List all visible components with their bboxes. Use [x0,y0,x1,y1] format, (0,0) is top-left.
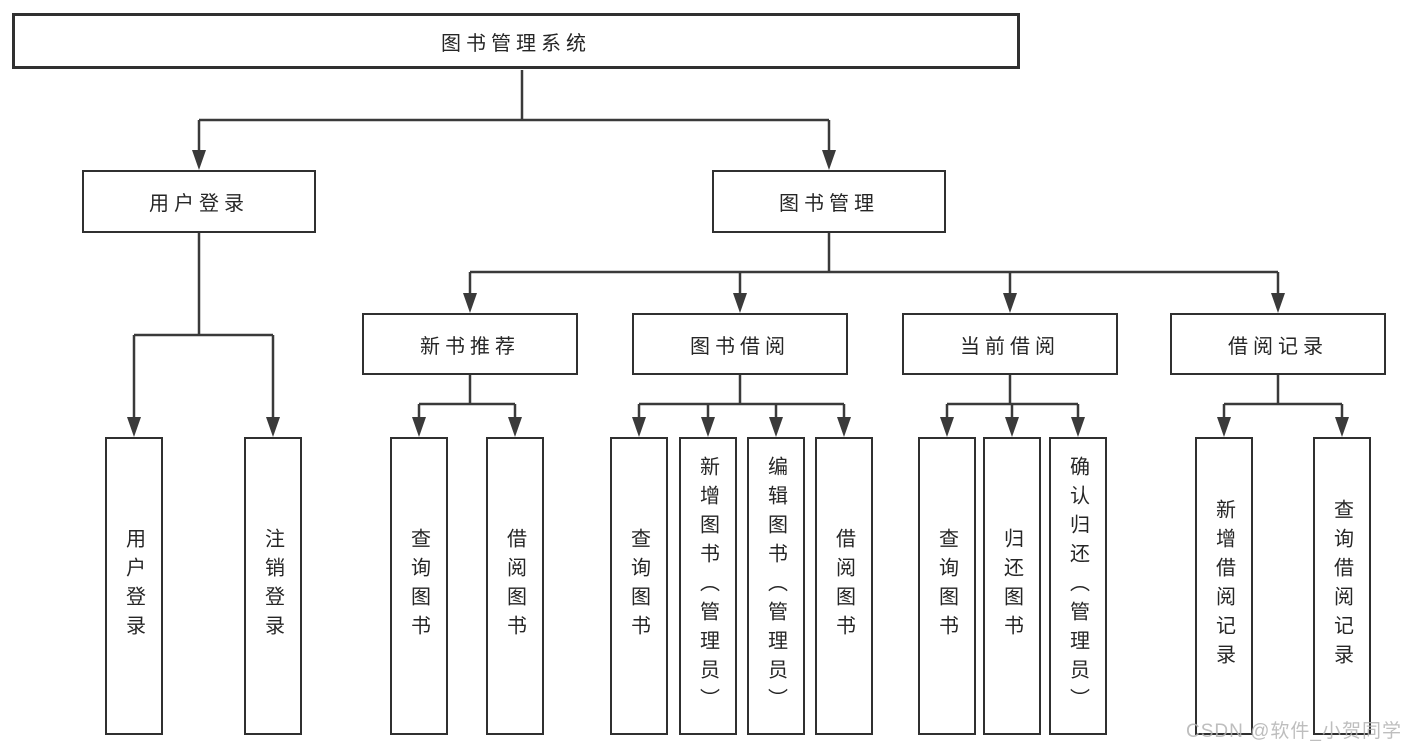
leaf-query-books: 查询图书 [610,437,668,735]
leaf-query-borrow-record: 查询借阅记录 [1313,437,1371,735]
connector-line [637,375,846,419]
leaf-query-books: 查询图书 [390,437,448,735]
arrowhead [463,293,477,313]
leaf-add-borrow-record: 新增借阅记录 [1195,437,1253,735]
connector-new-book-rec-children [412,375,522,437]
leaf-logout: 注销登录 [244,437,302,735]
node-borrowing-records: 借阅记录 [1170,313,1386,375]
arrowhead [1071,417,1085,437]
connector-line [132,233,275,419]
watermark: CSDN @软件_小贺同学 [1186,721,1402,742]
leaf-add-book-admin: 新增图书（管理员） [679,437,737,735]
connector-line [1222,375,1344,419]
leaf-user-login: 用户登录 [105,437,163,735]
node-library-management-system: 图书管理系统 [12,13,1020,69]
arrowhead [266,417,280,437]
arrowhead [508,417,522,437]
arrowhead [1217,417,1231,437]
connector-user-login-children [127,233,280,437]
arrowhead [412,417,426,437]
node-current-borrowing: 当前借阅 [902,313,1118,375]
leaf-query-books: 查询图书 [918,437,976,735]
connector-line [945,375,1080,419]
connector-book-management-children [463,233,1285,313]
connector-line [197,70,831,152]
leaf-edit-book-admin: 编辑图书（管理员） [747,437,805,735]
connector-line [417,375,517,419]
arrowhead [1005,417,1019,437]
leaf-return-book: 归还图书 [983,437,1041,735]
connector-current-borrowing-children [940,375,1085,437]
connector-borrowing-records-children [1217,375,1349,437]
arrowhead [632,417,646,437]
arrowhead [837,417,851,437]
arrowhead [127,417,141,437]
connector-book-borrowing-children [632,375,851,437]
node-user-login: 用户登录 [82,170,316,233]
node-book-borrowing: 图书借阅 [632,313,848,375]
node-new-book-recommendation: 新书推荐 [362,313,578,375]
arrowhead [822,150,836,170]
arrowhead [1271,293,1285,313]
connector-root-to-level2 [192,70,836,170]
leaf-borrow-books: 借阅图书 [486,437,544,735]
arrowhead [1003,293,1017,313]
node-book-management: 图书管理 [712,170,946,233]
arrowhead [769,417,783,437]
arrowhead [192,150,206,170]
arrowhead [940,417,954,437]
arrowhead [701,417,715,437]
connector-line [468,233,1280,295]
leaf-confirm-return-admin: 确认归还（管理员） [1049,437,1107,735]
arrowhead [1335,417,1349,437]
leaf-borrow-books: 借阅图书 [815,437,873,735]
arrowhead [733,293,747,313]
